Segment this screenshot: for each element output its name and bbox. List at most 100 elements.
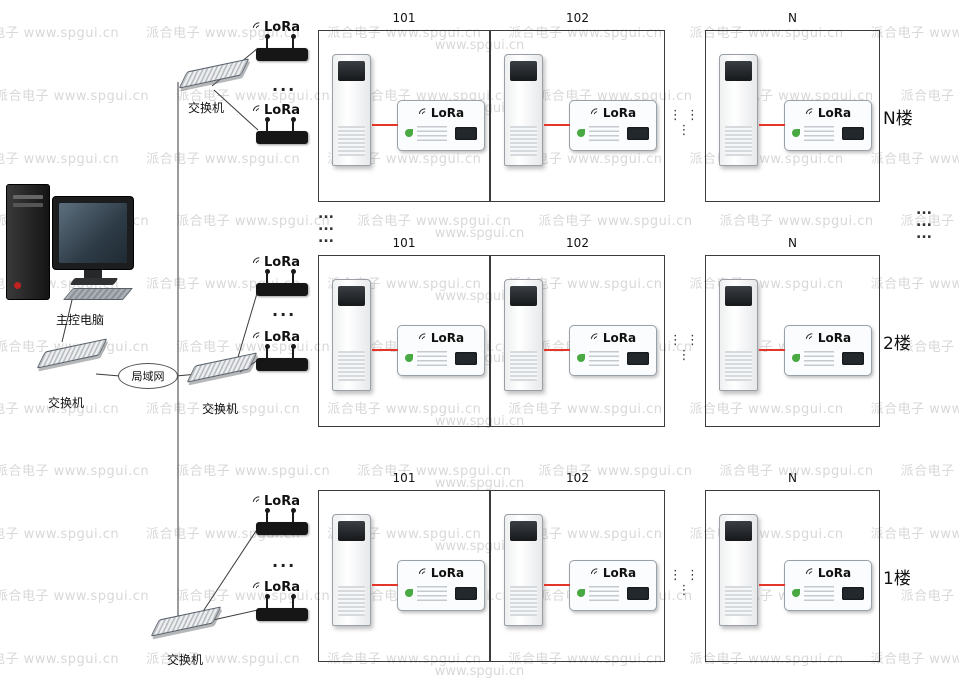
lora-gateway: LoRa: [252, 255, 314, 296]
controller-fineprint: [804, 126, 834, 141]
controller-title: LoRa: [785, 106, 871, 120]
more-floors-dots: ... ... ...: [916, 202, 932, 242]
lora-gateway: LoRa: [252, 103, 314, 144]
controller-fineprint: [417, 126, 447, 141]
gateway-device: [256, 508, 308, 535]
floor-label: 1楼: [883, 569, 911, 589]
room-number: 102: [566, 11, 589, 25]
gateway-device: [256, 34, 308, 61]
lora-gateway: LoRa: [252, 580, 314, 621]
computer-monitor: [52, 196, 134, 270]
watermark-text: 派合电子 www.spgui.cn 派合电子 www.spgui.cn 派合电子…: [0, 652, 959, 667]
control-wire: [544, 349, 570, 351]
lora-controller: LoRa: [784, 560, 872, 611]
antenna-icon: [290, 34, 296, 49]
lora-label: LoRa: [817, 331, 852, 345]
room-number: 102: [566, 236, 589, 250]
brand-logo-icon: [405, 589, 413, 597]
air-conditioner: [719, 54, 758, 166]
controller-fineprint: [417, 586, 447, 601]
controller-display: [842, 587, 864, 600]
controller-fineprint: [417, 351, 447, 366]
signal-icon: [588, 106, 603, 121]
controller-display: [455, 352, 477, 365]
brand-logo-icon: [405, 129, 413, 137]
controller-display: [455, 587, 477, 600]
antenna-icon: [264, 344, 270, 359]
lora-label: LoRa: [817, 106, 852, 120]
controller-title: LoRa: [398, 331, 484, 345]
room-number: 101: [392, 471, 416, 485]
control-wire: [372, 584, 398, 586]
lora-label: LoRa: [264, 580, 300, 595]
antenna-icon: [290, 508, 296, 523]
gateway-title: LoRa: [252, 494, 314, 509]
watermark-text: 派合电子 www.spgui.cn 派合电子 www.spgui.cn 派合电子…: [0, 214, 959, 229]
lora-gateway: LoRa: [252, 494, 314, 535]
antenna-icon: [290, 117, 296, 132]
controller-fineprint: [589, 351, 619, 366]
control-wire: [759, 349, 785, 351]
control-wire: [544, 124, 570, 126]
room-box: LoRa: [705, 255, 880, 427]
control-wire: [759, 124, 785, 126]
dots-line: ...: [916, 226, 932, 242]
lora-label: LoRa: [430, 566, 465, 580]
control-wire: [759, 584, 785, 586]
room-number: N: [788, 11, 797, 25]
dots-line: ...: [916, 202, 932, 218]
lora-controller: LoRa: [569, 325, 657, 376]
controller-display: [455, 127, 477, 140]
lora-label: LoRa: [264, 255, 300, 270]
lora-label: LoRa: [602, 106, 637, 120]
dots-line: ...: [318, 206, 334, 222]
brand-logo-icon: [792, 129, 800, 137]
more-gateways-dots: ...: [272, 552, 297, 571]
signal-icon: [803, 106, 818, 121]
brand-logo-icon: [405, 354, 413, 362]
room-number: N: [788, 236, 797, 250]
more-floors-dots: ... ... ...: [318, 206, 334, 245]
watermark-text: www.spgui.cn: [434, 539, 525, 554]
signal-icon: [416, 106, 431, 121]
floor-label: 2楼: [883, 334, 911, 354]
signal-icon: [416, 331, 431, 346]
lan-label: 局域网: [131, 370, 165, 383]
more-gateways-dots: ...: [272, 76, 297, 95]
air-conditioner: [719, 514, 758, 626]
controller-fineprint: [589, 586, 619, 601]
controller-display: [627, 587, 649, 600]
signal-icon: [416, 566, 431, 581]
computer-tower: [6, 184, 50, 300]
watermark-text: www.spgui.cn: [434, 289, 525, 304]
lora-label: LoRa: [264, 330, 300, 345]
air-conditioner: [719, 279, 758, 391]
lora-label: LoRa: [817, 566, 852, 580]
lora-controller: LoRa: [397, 325, 485, 376]
lora-label: LoRa: [264, 494, 300, 509]
signal-icon: [803, 331, 818, 346]
signal-icon: [588, 331, 603, 346]
room-box: LoRa: [318, 490, 490, 662]
room-box: LoRa: [705, 30, 880, 202]
watermark-text: www.spgui.cn: [434, 226, 525, 241]
air-conditioner: [504, 514, 543, 626]
brand-logo-icon: [792, 354, 800, 362]
gateway-title: LoRa: [252, 103, 314, 118]
lora-label: LoRa: [602, 566, 637, 580]
control-wire: [372, 349, 398, 351]
controller-display: [627, 352, 649, 365]
controller-fineprint: [804, 351, 834, 366]
room-box: LoRa: [318, 30, 490, 202]
room-number: 101: [392, 11, 416, 25]
controller-fineprint: [804, 586, 834, 601]
more-rooms-dots: ⋮ ⋮ ⋮: [668, 333, 700, 363]
room-number: N: [788, 471, 797, 485]
switch-bottom-label: 交换机: [167, 653, 204, 667]
air-conditioner: [332, 54, 371, 166]
watermark-text: 派合电子 www.spgui.cn 派合电子 www.spgui.cn 派合电子…: [0, 26, 959, 41]
controller-display: [627, 127, 649, 140]
more-rooms-dots: ⋮ ⋮ ⋮: [668, 108, 700, 138]
control-wire: [544, 584, 570, 586]
switch-left-label: 交换机: [48, 396, 85, 410]
